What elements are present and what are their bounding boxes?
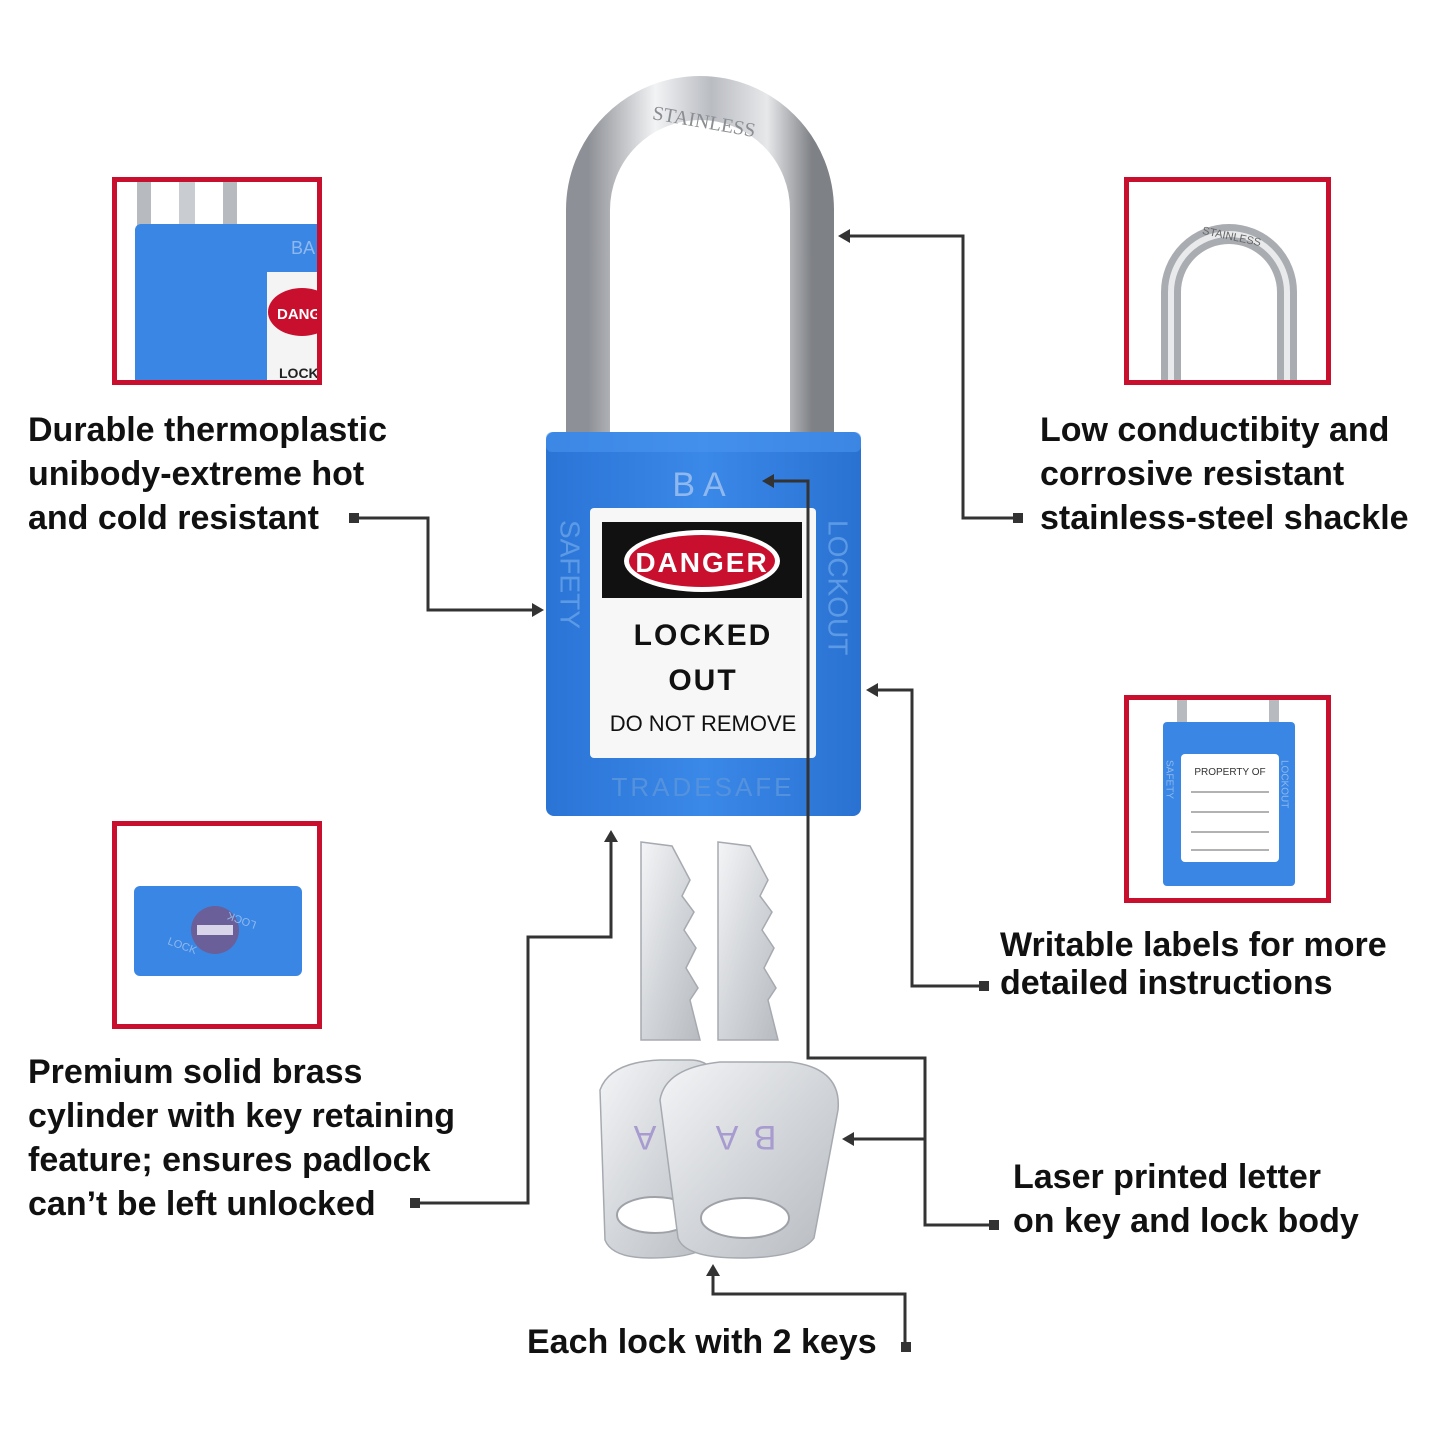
- svg-text:LOCKE: LOCKE: [279, 365, 317, 380]
- leader-endpoints: [349, 513, 1023, 1352]
- brand-text: TRADESAFE: [611, 772, 794, 802]
- caption-keys-line-1: Each lock with 2 keys: [527, 1323, 877, 1361]
- side-text-safety: SAFETY: [555, 520, 586, 629]
- shackle: [566, 76, 834, 440]
- svg-text:SAFETY: SAFETY: [1164, 760, 1175, 799]
- caption-cylinder-line-3: feature; ensures padlock: [28, 1141, 431, 1179]
- leader-lines: [355, 234, 1015, 1347]
- caption-thermoplastic-line-3: and cold resistant: [28, 499, 319, 537]
- caption-thermoplastic-line-1: Durable thermoplastic: [28, 411, 387, 449]
- caption-labels-line-2: detailed instructions: [1000, 964, 1333, 1002]
- leader-arrowheads: [532, 229, 878, 1276]
- caption-letter-line-2: on key and lock body: [1013, 1202, 1359, 1240]
- label-detail-image: PROPERTY OF SAFETY LOCKOUT: [1163, 700, 1295, 886]
- inset-body-detail: BA DANGE LOCKE: [112, 177, 322, 385]
- key-right-letter-b: B: [754, 1118, 777, 1156]
- inset-label-detail: PROPERTY OF SAFETY LOCKOUT: [1124, 695, 1331, 903]
- lock-code: BA: [672, 466, 733, 504]
- caption-shackle: Low conductibity and corrosive resistant…: [1040, 408, 1409, 540]
- shackle-detail-image: STAINLESS: [1161, 224, 1297, 380]
- caption-letter-line-1: Laser printed letter: [1013, 1158, 1321, 1196]
- body-detail-image: BA DANGE LOCKE: [135, 182, 317, 380]
- caption-cylinder: Premium solid brass cylinder with key re…: [28, 1050, 455, 1226]
- caption-shackle-line-1: Low conductibity and: [1040, 411, 1390, 449]
- tag-line-locked: LOCKED: [634, 619, 773, 652]
- caption-cylinder-line-2: cylinder with key retaining: [28, 1097, 456, 1135]
- svg-text:BA: BA: [291, 238, 315, 258]
- tag-danger-header: DANGER: [635, 547, 768, 578]
- caption-shackle-line-3: stainless-steel shackle: [1040, 499, 1409, 537]
- caption-cylinder-line-1: Premium solid brass: [28, 1053, 363, 1091]
- caption-labels-line-1: Writable labels for more: [1000, 926, 1387, 964]
- caption-shackle-line-2: corrosive resistant: [1040, 455, 1345, 493]
- caption-letter: Laser printed letter on key and lock bod…: [1013, 1155, 1359, 1243]
- caption-thermoplastic: Durable thermoplastic unibody-extreme ho…: [28, 408, 387, 540]
- caption-keys: Each lock with 2 keys: [527, 1320, 877, 1364]
- inset-shackle-detail: STAINLESS: [1124, 177, 1331, 385]
- key-right: A B: [659, 841, 839, 1259]
- cylinder-detail-image: LOCK LOCK: [134, 886, 302, 976]
- caption-labels: Writable labels for more detailed instru…: [1000, 926, 1387, 1002]
- svg-text:LOCKOUT: LOCKOUT: [1279, 760, 1290, 808]
- svg-text:PROPERTY OF: PROPERTY OF: [1194, 767, 1265, 778]
- tag-line-remove: DO NOT REMOVE: [610, 711, 797, 736]
- tag-line-out: OUT: [668, 664, 737, 697]
- side-text-lockout: LOCKOUT: [823, 520, 854, 655]
- inset-cylinder-detail: LOCK LOCK: [112, 821, 322, 1029]
- caption-thermoplastic-line-2: unibody-extreme hot: [28, 455, 365, 493]
- svg-text:DANGE: DANGE: [277, 306, 317, 323]
- key-left-letter: A: [633, 1118, 656, 1156]
- key-right-letter-a: A: [715, 1118, 738, 1156]
- caption-cylinder-line-4: can’t be left unlocked: [28, 1185, 376, 1223]
